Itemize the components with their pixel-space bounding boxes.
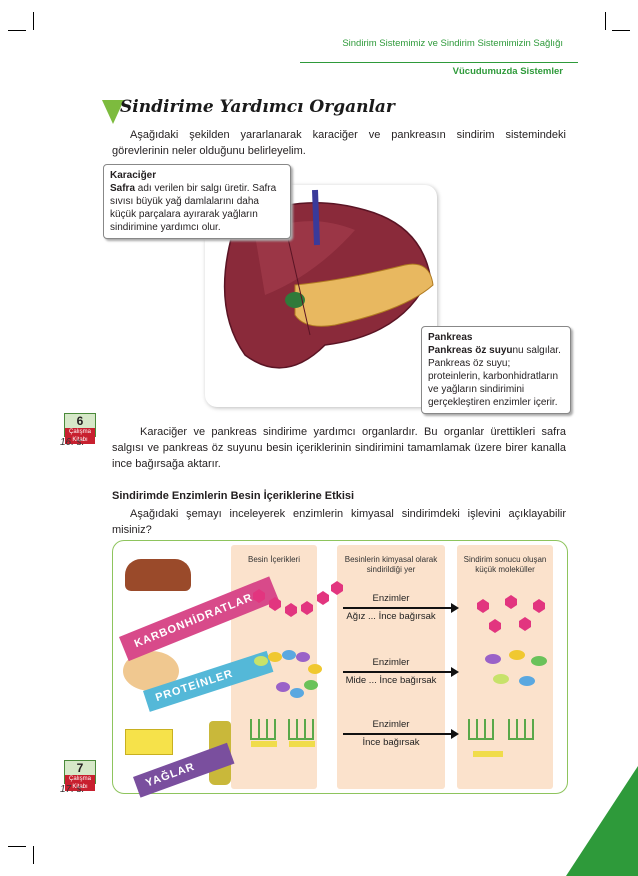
arrow-2-head: [451, 667, 459, 677]
butter-icon: [125, 729, 173, 755]
workbook-ref-7: 7 Çalışma Kitabı 17. s.: [60, 760, 100, 795]
glycerol-bar: [251, 741, 277, 747]
subsection-intro: Aşağıdaki şemayı inceleyerek enzimlerin …: [112, 508, 566, 536]
page-corner-triangle: [566, 766, 638, 876]
column-header-food: Besin İçerikleri: [247, 555, 300, 564]
liver-box-bold: Safra: [110, 183, 136, 194]
arrow-2: [343, 671, 453, 673]
section-intro: Aşağıdaki şekilden yararlanarak karaciğe…: [112, 129, 566, 157]
liver-info-box: Karaciğer Safra adı verilen bir salgı ür…: [103, 164, 291, 239]
crop-mark: [33, 846, 34, 864]
column-header-molecules: Sindirim sonucu oluşan küçük moleküller: [463, 555, 547, 574]
arrow-3: [343, 733, 453, 735]
workbook-badge: 7 Çalışma Kitabı: [64, 760, 96, 791]
workbook-label: Çalışma Kitabı: [65, 428, 95, 444]
title-marker-icon: [102, 100, 124, 124]
arrow-3-head: [451, 729, 459, 739]
header-divider: [300, 62, 578, 63]
fat-molecules: [250, 719, 534, 740]
protein-chain: [254, 650, 322, 698]
enzyme-label-2: Enzimler: [372, 657, 410, 668]
enzyme-diagram: Besin İçerikleri Besinlerin kimyasal ola…: [112, 540, 568, 798]
workbook-ref-6: 6 Çalışma Kitabı 16. s.: [60, 413, 100, 448]
workbook-num: 7: [76, 761, 84, 775]
crop-mark: [8, 30, 26, 31]
column-digestion-place: Besinlerin kimyasal olarak sindirildiği …: [337, 545, 445, 789]
pancreas-box-bold: Pankreas öz suyu: [428, 345, 513, 356]
place-label-3: İnce bağırsak: [362, 737, 420, 748]
workbook-page: 16. s.: [60, 437, 85, 448]
glycerol-bar: [289, 741, 315, 747]
bread-icon: [125, 559, 191, 591]
unit-title: Vücudumuzda Sistemler: [452, 66, 563, 77]
enzyme-label-3: Enzimler: [372, 719, 410, 730]
chapter-title: Sindirim Sistemimiz ve Sindirim Sistemim…: [342, 38, 563, 49]
paragraph-organs: Karaciğer ve pankreas sindirime yardımcı…: [112, 426, 566, 470]
liver-pancreas-illustration: [205, 185, 437, 407]
place-label-1: Ağız ... İnce bağırsak: [346, 611, 436, 622]
pancreas-box-text: nu salgılar. Pankreas öz suyu; proteinle…: [428, 345, 561, 408]
column-small-molecules: Sindirim sonucu oluşan küçük moleküller: [457, 545, 553, 789]
column-header-place: Besinlerin kimyasal olarak sindirildiği …: [344, 555, 438, 574]
subsection-title: Sindirimde Enzimlerin Besin İçeriklerine…: [112, 490, 355, 502]
liver-box-heading: Karaciğer: [110, 170, 157, 181]
glucose-molecules: [477, 595, 545, 633]
pancreas-box-heading: Pankreas: [428, 332, 473, 343]
crop-mark: [33, 12, 34, 30]
starch-chain: [253, 581, 343, 617]
place-label-2: Mide ... İnce bağırsak: [345, 675, 437, 686]
pancreas-info-box: Pankreas Pankreas öz suyunu salgılar. Pa…: [421, 326, 571, 414]
workbook-page: 17. s.: [60, 784, 85, 795]
section-title: Sindirime Yardımcı Organlar: [120, 97, 395, 117]
workbook-label: Çalışma Kitabı: [65, 775, 95, 791]
enzyme-label-1: Enzimler: [372, 593, 410, 604]
molecule-shapes: [250, 581, 547, 757]
arrow-1: [343, 607, 453, 609]
amino-acids: [485, 650, 547, 686]
crop-mark: [605, 12, 606, 30]
workbook-num: 6: [76, 414, 84, 428]
workbook-badge: 6 Çalışma Kitabı: [64, 413, 96, 444]
crop-mark: [8, 846, 26, 847]
liver-box-text: adı verilen bir salgı üretir. Safra sıvı…: [110, 183, 277, 233]
glycerol-bar: [473, 751, 503, 757]
crop-mark: [612, 30, 630, 31]
arrow-1-head: [451, 603, 459, 613]
page-number: 19: [583, 818, 596, 830]
